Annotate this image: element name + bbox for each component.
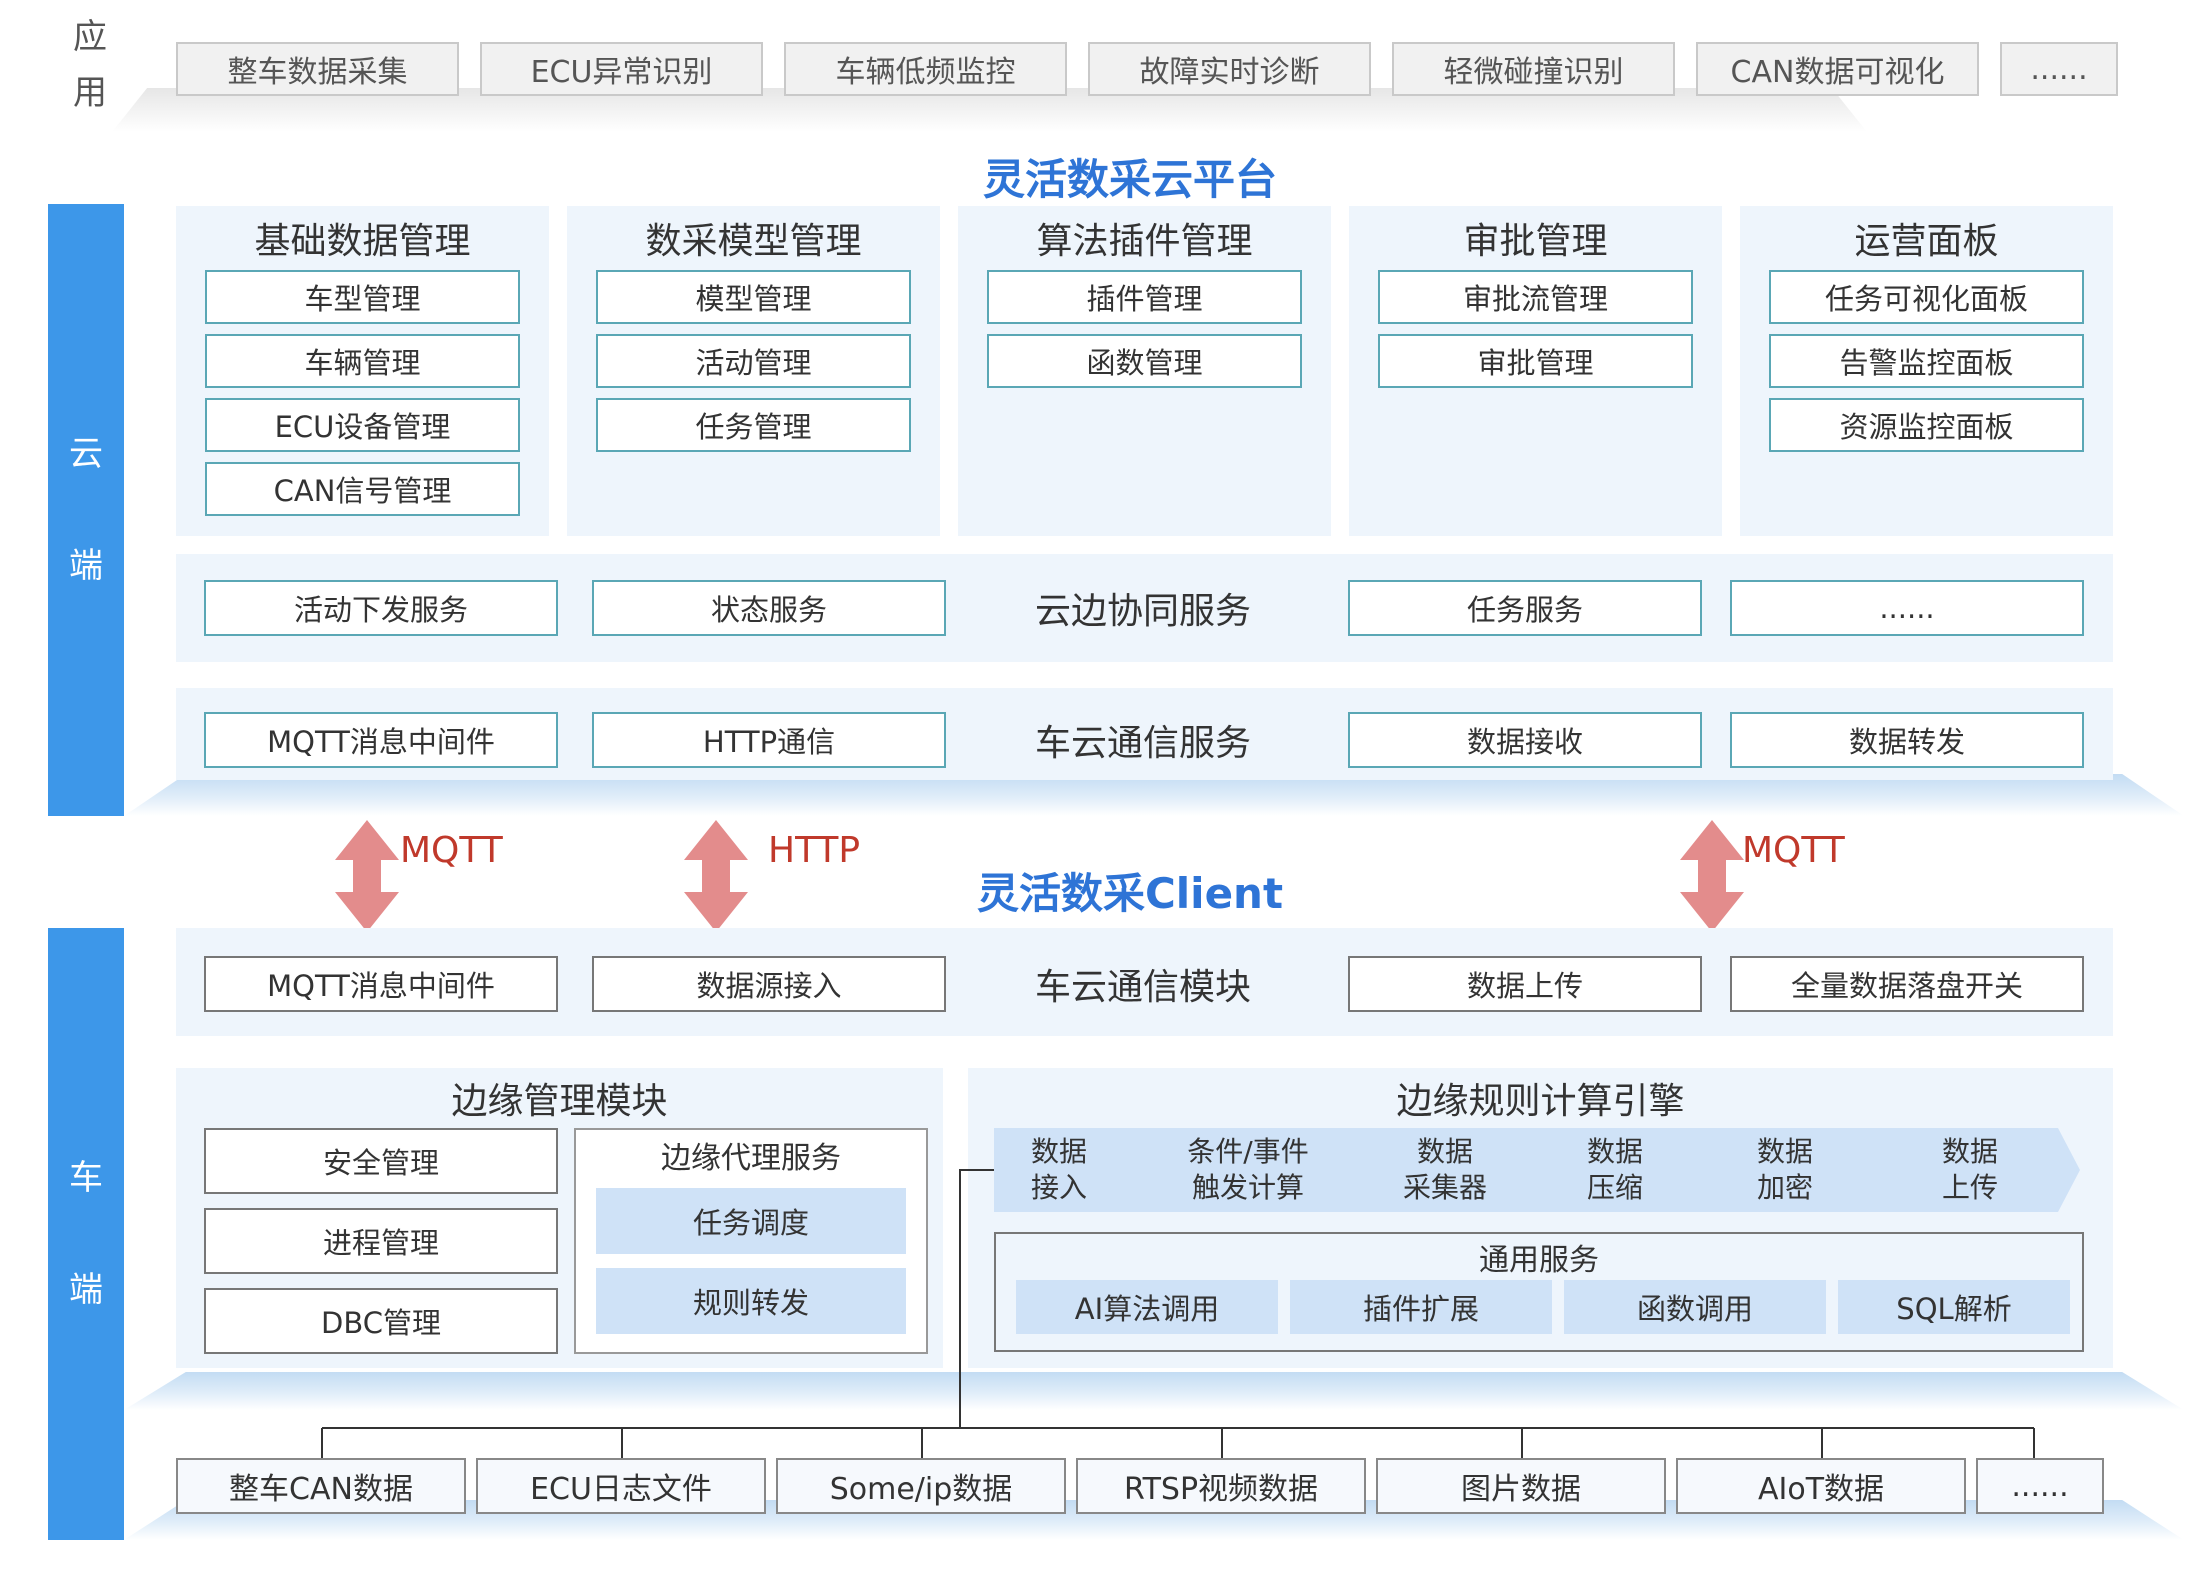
comm-module-label: 车云通信模块 [1034, 967, 1251, 1008]
item-activity: 活动管理 [596, 334, 911, 388]
svc-activity-dispatch: 活动下发服务 [204, 580, 558, 636]
mgmt-dbc: DBC管理 [204, 1288, 558, 1354]
step-trigger-compute: 条件/事件 触发计算 [1187, 1135, 1309, 1204]
item-approval-flow: 审批流管理 [1378, 270, 1693, 324]
protocol-label-mqtt-1: MQTT [400, 830, 503, 871]
mod-datasource-access: 数据源接入 [592, 956, 946, 1012]
app-layer-label: 应 用 [73, 17, 107, 113]
source-someip: Some/ip数据 [776, 1458, 1066, 1514]
double-arrow-icon [1680, 820, 1744, 932]
svc-status: 状态服务 [592, 580, 946, 636]
double-arrow-icon [684, 820, 748, 932]
step-data-access: 数据 接入 [1030, 1135, 1087, 1204]
item-resource-panel: 资源监控面板 [1769, 398, 2084, 452]
item-vehicle: 车辆管理 [205, 334, 520, 388]
edge-service-label: 云边协同服务 [1034, 591, 1251, 632]
mgmt-security: 安全管理 [204, 1128, 558, 1194]
edge-agent-title: 边缘代理服务 [661, 1141, 841, 1176]
source-can-data: 整车CAN数据 [176, 1458, 466, 1514]
pipeline-step-bg [994, 1128, 1150, 1212]
source-aiot: AIoT数据 [1676, 1458, 1966, 1514]
double-arrow-icon [335, 820, 399, 932]
group-title-model-mgmt: 数采模型管理 [645, 221, 862, 262]
cloud-shelf [124, 774, 2184, 816]
app-item-more: ...... [2000, 42, 2118, 96]
vehicle-side-label: 车 端 [48, 928, 124, 1540]
item-task: 任务管理 [596, 398, 911, 452]
svc-plugin-extension: 插件扩展 [1290, 1280, 1552, 1334]
step-upload: 数据 上传 [1941, 1135, 1998, 1204]
agent-rule-forwarding: 规则转发 [596, 1268, 906, 1334]
source-more: ...... [1976, 1458, 2104, 1514]
source-rtsp-video: RTSP视频数据 [1076, 1458, 1366, 1514]
item-alarm-panel: 告警监控面板 [1769, 334, 2084, 388]
svc-data-forward: 数据转发 [1730, 712, 2084, 768]
cloud-side-label: 云 端 [48, 204, 124, 816]
item-can-signal: CAN信号管理 [205, 462, 520, 516]
cloud-platform-title: 灵活数采云平台 [982, 154, 1277, 204]
step-encrypt: 数据 加密 [1756, 1135, 1813, 1204]
group-title-ops-dashboard: 运营面板 [1854, 221, 1999, 262]
app-item-minor-collision: 轻微碰撞识别 [1392, 42, 1675, 96]
app-item-ecu-anomaly: ECU异常识别 [480, 42, 763, 96]
item-task-visual-panel: 任务可视化面板 [1769, 270, 2084, 324]
pipeline-step-bg [1676, 1128, 1880, 1212]
svc-http: HTTP通信 [592, 712, 946, 768]
vehicle-shelf [124, 1372, 2184, 1410]
app-item-fault-diagnosis: 故障实时诊断 [1088, 42, 1371, 96]
pipeline-step-bg [1336, 1128, 1540, 1212]
svc-sql-parse: SQL解析 [1838, 1280, 2070, 1334]
item-plugin: 插件管理 [987, 270, 1302, 324]
svc-mqtt-middleware: MQTT消息中间件 [204, 712, 558, 768]
mgmt-process: 进程管理 [204, 1208, 558, 1274]
pipeline-step-bg [1846, 1128, 2080, 1212]
app-item-vehicle-data-collection: 整车数据采集 [176, 42, 459, 96]
source-image: 图片数据 [1376, 1458, 1666, 1514]
pipeline-step-bg [1506, 1128, 1710, 1212]
app-item-can-visualization: CAN数据可视化 [1696, 42, 1979, 96]
mod-data-upload: 数据上传 [1348, 956, 1702, 1012]
mod-mqtt-middleware: MQTT消息中间件 [204, 956, 558, 1012]
item-approval: 审批管理 [1378, 334, 1693, 388]
group-title-approval-mgmt: 审批管理 [1463, 221, 1608, 262]
agent-task-scheduling: 任务调度 [596, 1188, 906, 1254]
group-title-basic-data: 基础数据管理 [254, 221, 471, 262]
comm-service-label: 车云通信服务 [1034, 723, 1251, 764]
item-vehicle-model: 车型管理 [205, 270, 520, 324]
protocol-label-mqtt-2: MQTT [1742, 830, 1845, 871]
step-collector: 数据 采集器 [1402, 1135, 1487, 1204]
step-compress: 数据 压缩 [1586, 1135, 1643, 1204]
pipeline-step-bg [1116, 1128, 1370, 1212]
item-function: 函数管理 [987, 334, 1302, 388]
svc-ai-algorithm: AI算法调用 [1016, 1280, 1278, 1334]
rule-engine-title: 边缘规则计算引擎 [1396, 1081, 1685, 1122]
protocol-label-http: HTTP [768, 830, 861, 871]
group-title-plugin-mgmt: 算法插件管理 [1036, 221, 1253, 262]
edge-mgmt-title: 边缘管理模块 [451, 1081, 668, 1122]
svc-task: 任务服务 [1348, 580, 1702, 636]
item-ecu-device: ECU设备管理 [205, 398, 520, 452]
client-title: 灵活数采Client [976, 868, 1284, 918]
svc-function-call: 函数调用 [1564, 1280, 1826, 1334]
svc-data-receive: 数据接收 [1348, 712, 1702, 768]
app-item-low-freq-monitor: 车辆低频监控 [784, 42, 1067, 96]
mod-full-data-switch: 全量数据落盘开关 [1730, 956, 2084, 1012]
svc-more: ...... [1730, 580, 2084, 636]
common-services-title: 通用服务 [1479, 1243, 1599, 1278]
item-model: 模型管理 [596, 270, 911, 324]
source-ecu-log: ECU日志文件 [476, 1458, 766, 1514]
